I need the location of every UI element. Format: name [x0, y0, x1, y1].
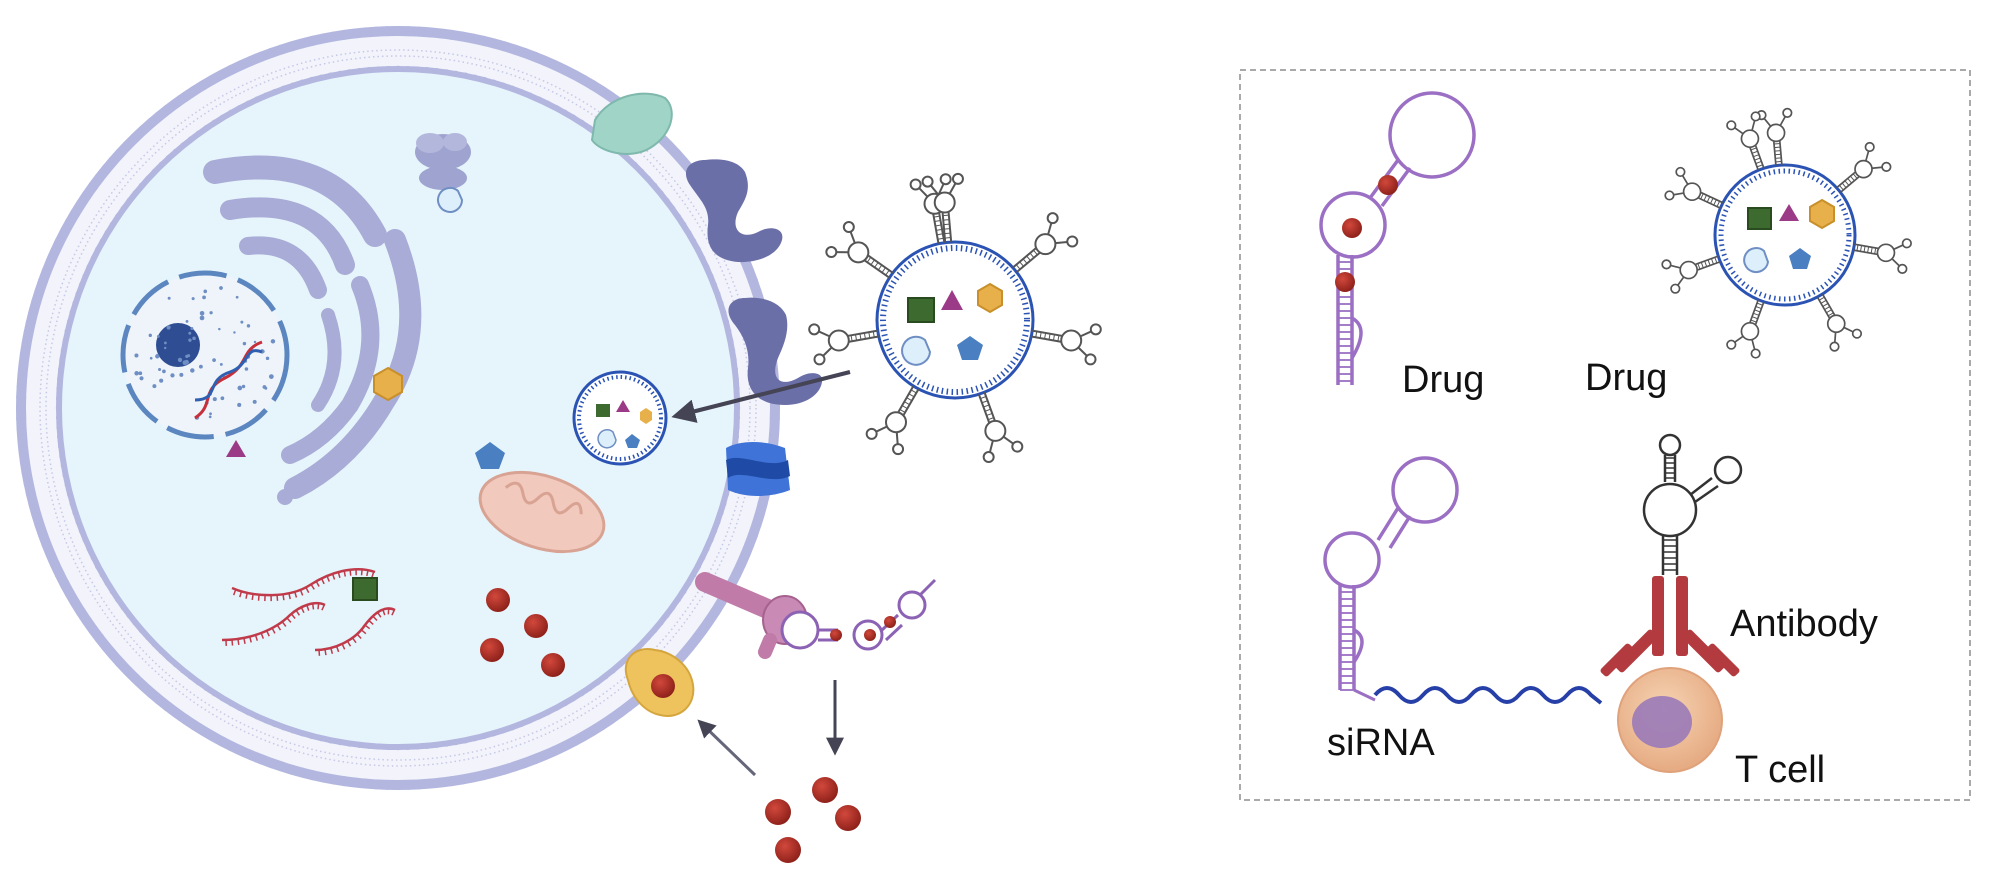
antibody-icon: [1600, 576, 1740, 677]
drug-molecules-intracellular: [480, 588, 565, 677]
t-cell-icon: [1617, 667, 1723, 773]
triangle-molecule-icon: [226, 440, 246, 457]
ribosome-icon: [415, 133, 471, 213]
hexagon-molecule-icon: [373, 366, 403, 402]
transporter-icon: [625, 648, 695, 717]
antibody-aptamer-icon: [1642, 433, 1743, 575]
uptake-arrow: [697, 719, 757, 777]
golgi-apparatus-icon: [203, 155, 422, 505]
sirna-label: siRNA: [1327, 722, 1435, 764]
legend-panel: [1239, 69, 1971, 801]
transmembrane-channel-icon: [726, 442, 790, 496]
drug-molecules-extracellular: [765, 777, 861, 863]
drug-nanoparticle-icon: [1661, 107, 1912, 359]
t-cell-label: T cell: [1735, 749, 1825, 791]
mrna-strand-icon: [221, 568, 396, 652]
aptamer-nanoparticle-icon: [808, 172, 1102, 464]
square-molecule-icon: [352, 577, 378, 601]
pentagon-molecule-icon: [475, 442, 505, 469]
sirna-aptamer-icon: [1323, 456, 1459, 690]
cell-icon: [16, 26, 780, 790]
membrane-protein-icon: [590, 92, 673, 155]
receptor-icon: [685, 159, 823, 405]
sirna-strand-icon: [1373, 686, 1603, 705]
drug-nanoparticle-label: Drug: [1585, 357, 1667, 399]
internalized-nanoparticle-icon: [572, 370, 668, 466]
dna-helix-icon: [194, 340, 263, 420]
bound-aptamer-icon: [780, 578, 937, 651]
drug-aptamer-label: Drug: [1402, 359, 1484, 401]
internalization-arrow: [671, 370, 851, 423]
nucleus-icon: [120, 270, 290, 440]
mitochondrion-icon: [478, 470, 606, 554]
drug-aptamer-icon: [1319, 91, 1476, 385]
antibody-label: Antibody: [1730, 603, 1878, 645]
